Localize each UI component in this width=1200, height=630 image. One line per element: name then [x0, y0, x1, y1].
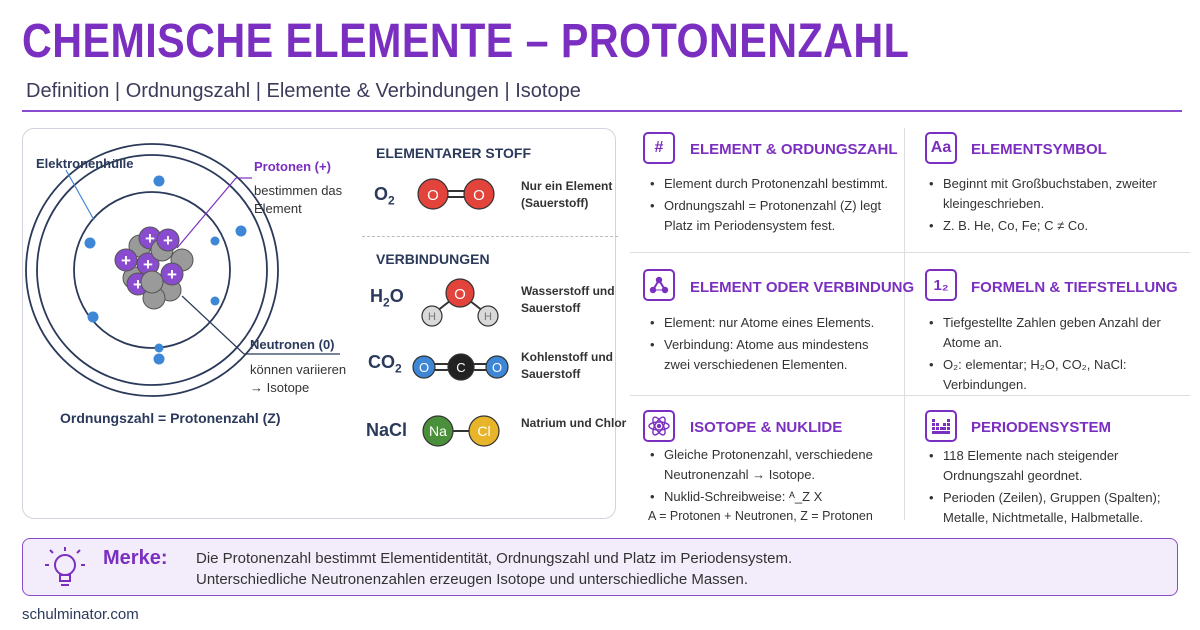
- protons-label: Protonen (+): [254, 159, 331, 174]
- electron-dot: [153, 353, 165, 365]
- merke-title: Merke:: [103, 547, 168, 569]
- atom-c: C: [456, 360, 465, 375]
- atom-o: O: [454, 286, 466, 303]
- card-bullets-symbol: Beginnt mit Großbuchstaben, zweiter klei…: [927, 174, 1157, 238]
- atom-o: O: [419, 360, 429, 375]
- atom-h: H: [428, 311, 436, 323]
- compounds-heading: VERBINDUNGEN: [376, 251, 490, 267]
- formula-co2: CO2: [368, 352, 402, 376]
- molecule-o2: O O: [417, 178, 495, 210]
- merke-line: Die Protonenzahl bestimmt Elementidentit…: [196, 550, 793, 567]
- card-bullets-compound: Element: nur Atome eines Elements. Verbi…: [648, 313, 898, 377]
- proton-sign: +: [163, 231, 173, 250]
- merke-line: Unterschiedliche Neutronenzahlen erzeuge…: [196, 571, 749, 588]
- electron-dot: [87, 311, 99, 323]
- electron-dot: [153, 175, 165, 187]
- nucleus: ++++++: [114, 226, 194, 310]
- desc-co2: Kohlenstoff und Sauerstoff: [521, 350, 613, 381]
- card-bullets-isotopes: Gleiche Protonenzahl, verschiedene Neutr…: [648, 445, 898, 509]
- card-title-symbol: ELEMENTSYMBOL: [971, 141, 1107, 158]
- list-item: Gleiche Protonenzahl, verschiedene Neutr…: [648, 445, 898, 485]
- title-divider: [22, 110, 1182, 112]
- neutrons-desc-1: können variieren: [250, 362, 347, 377]
- grid-divider: [630, 395, 1190, 396]
- subscript-icon: 1₂: [925, 269, 957, 301]
- desc-o2: Nur ein Element (Sauerstoff): [521, 179, 613, 210]
- card-title-periodic: PERIODENSYSTEM: [971, 419, 1112, 436]
- atom-and-substances-panel: [22, 128, 616, 519]
- atom-icon: [643, 410, 675, 442]
- list-item: Element: nur Atome eines Elements.: [648, 313, 898, 333]
- proton: [156, 228, 180, 252]
- molecule-icon: [643, 269, 675, 301]
- electron-dot: [210, 296, 220, 306]
- periodic-table-icon: [925, 410, 957, 442]
- card-title-isotopes: ISOTOPE & NUKLIDE: [690, 419, 843, 436]
- atom-diagram: ++++++: [25, 143, 340, 397]
- proton-sign: +: [121, 251, 131, 270]
- page-subtitle: Definition | Ordnungszahl | Elemente & V…: [26, 80, 581, 102]
- list-item: Z. B. He, Co, Fe; C ≠ Co.: [927, 216, 1157, 236]
- list-item: Element durch Protonenzahl bestimmt.: [648, 174, 898, 194]
- atom-h: H: [484, 311, 492, 323]
- formula-h2o: H2O: [370, 286, 404, 310]
- molecule-nacl: Na Cl: [422, 415, 500, 447]
- list-item: Tiefgestellte Zahlen geben Anzahl der At…: [927, 313, 1162, 353]
- list-item: Perioden (Zeilen), Gruppen (Spalten); Me…: [927, 488, 1177, 528]
- lightbulb-icon: [45, 547, 85, 586]
- isotope-note: A = Protonen + Neutronen, Z = Protonen: [648, 509, 873, 523]
- card-title-element: ELEMENT & ORDUNGSZAHL: [690, 141, 898, 158]
- ordnungszahl-formula: Ordnungszahl = Protonenzahl (Z): [60, 410, 281, 426]
- neutrons-label: Neutronen (0): [250, 337, 335, 352]
- desc-nacl: Natrium und Chlor: [521, 416, 627, 430]
- electron-dot: [235, 225, 247, 237]
- formula-o2: O2: [374, 184, 395, 208]
- list-item: Beginnt mit Großbuchstaben, zweiter klei…: [927, 174, 1157, 214]
- hash-icon: #: [643, 132, 675, 164]
- list-item: Nuklid-Schreibweise: ᴬ_Z X: [648, 487, 898, 507]
- list-item: 118 Elemente nach steigender Ordnungszah…: [927, 446, 1177, 486]
- atom-na: Na: [429, 423, 447, 439]
- list-item: Ordnungszahl = Protonenzahl (Z) legt Pla…: [648, 196, 898, 236]
- list-item: Verbindung: Atome aus mindestens zwei ve…: [648, 335, 898, 375]
- atom-cl: Cl: [477, 423, 490, 439]
- list-item: O₂: elementar; H₂O, CO₂, NaCl: Verbindun…: [927, 355, 1162, 395]
- section-divider: [362, 236, 618, 237]
- card-title-formulas: FORMELN & TIEFSTELLUNG: [971, 279, 1178, 296]
- atom-o: O: [492, 360, 502, 375]
- page-title: CHEMISCHE ELEMENTE – PROTONENZAHL: [22, 15, 910, 68]
- protons-desc-2: Element: [254, 201, 302, 216]
- molecule-h2o: O H H: [421, 278, 499, 327]
- proton-sign: +: [167, 265, 177, 284]
- merke-text: Die Protonenzahl bestimmt Elementidentit…: [196, 548, 792, 590]
- merke-box: Merke: Die Protonenzahl bestimmt Element…: [22, 538, 1178, 596]
- card-bullets-formulas: Tiefgestellte Zahlen geben Anzahl der At…: [927, 313, 1162, 397]
- proton-sign: +: [133, 275, 143, 294]
- atom-o: O: [427, 187, 439, 204]
- card-title-compound: ELEMENT ODER VERBINDUNG: [690, 279, 915, 296]
- electron-dot: [154, 343, 164, 353]
- grid-divider: [630, 252, 1190, 253]
- text-aa-icon: Aa: [925, 132, 957, 164]
- card-bullets-periodic: 118 Elemente nach steigender Ordnungszah…: [927, 446, 1177, 530]
- proton: [114, 248, 138, 272]
- electron-dot: [84, 237, 96, 249]
- neutrons-desc-2: → Isotope: [250, 380, 310, 395]
- molecule-co2: O C O: [412, 353, 509, 381]
- card-bullets-element: Element durch Protonenzahl bestimmt. Ord…: [648, 174, 898, 238]
- desc-h2o: Wasserstoff und Sauerstoff: [521, 284, 615, 315]
- proton: [160, 262, 184, 286]
- elemental-heading: ELEMENTARER STOFF: [376, 145, 532, 161]
- proton-sign: +: [145, 229, 155, 248]
- shell-label: Elektronenhülle: [36, 156, 134, 171]
- grid-divider: [904, 128, 905, 520]
- electron-dot: [210, 236, 220, 246]
- proton-sign: +: [143, 255, 153, 274]
- formula-nacl: NaCl: [366, 420, 408, 440]
- protons-desc-1: bestimmen das: [254, 183, 343, 198]
- neutron: [140, 270, 164, 294]
- footer-site: schulminator.com: [22, 606, 139, 623]
- atom-o: O: [473, 187, 485, 204]
